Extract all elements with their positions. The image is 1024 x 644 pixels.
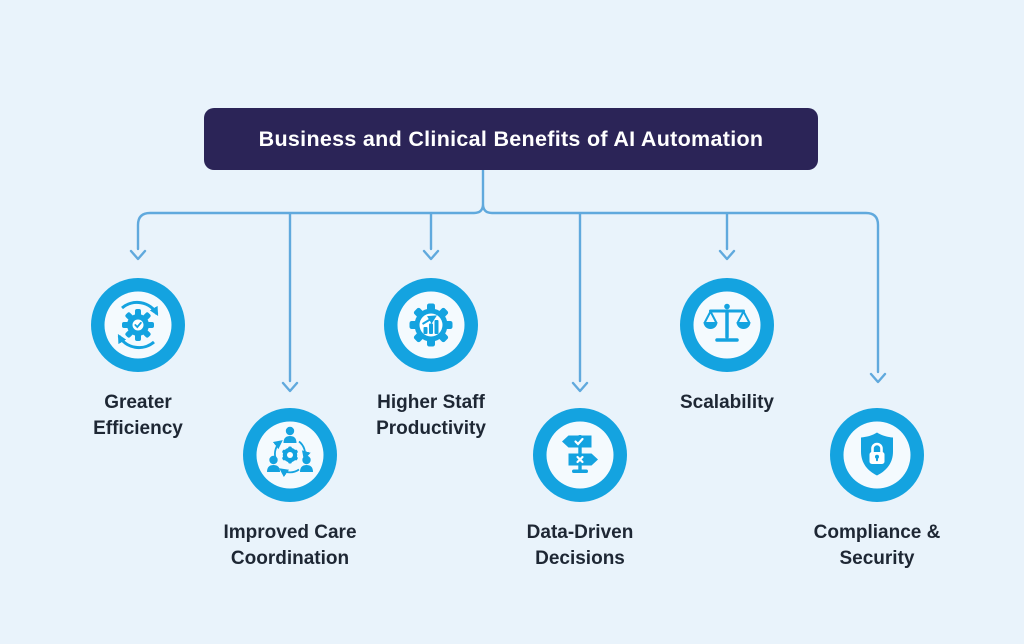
gear-chart-icon (384, 278, 478, 372)
label-compliance-security: Compliance & Security (813, 522, 941, 569)
signpost-icon (533, 408, 627, 502)
label-higher-staff-productivity: Higher Staff Productivity (376, 392, 486, 439)
node-greater-efficiency (91, 278, 185, 372)
title-box: Business and Clinical Benefits of AI Aut… (204, 108, 818, 170)
balance-scale-icon (680, 278, 774, 372)
team-gear-icon (243, 408, 337, 502)
shield-lock-icon (830, 408, 924, 502)
label-greater-efficiency: Greater Efficiency (93, 392, 183, 439)
page-title: Business and Clinical Benefits of AI Aut… (258, 126, 764, 151)
node-improved-care-coordination (243, 408, 337, 502)
node-data-driven-decisions (533, 408, 627, 502)
gear-sync-icon (91, 278, 185, 372)
label-improved-care-coordination: Improved Care Coordination (223, 522, 357, 569)
label-scalability: Scalability (680, 392, 774, 413)
label-data-driven-decisions: Data-Driven Decisions (526, 522, 634, 569)
node-compliance-security (830, 408, 924, 502)
node-scalability (680, 278, 774, 372)
node-higher-staff-productivity (384, 278, 478, 372)
